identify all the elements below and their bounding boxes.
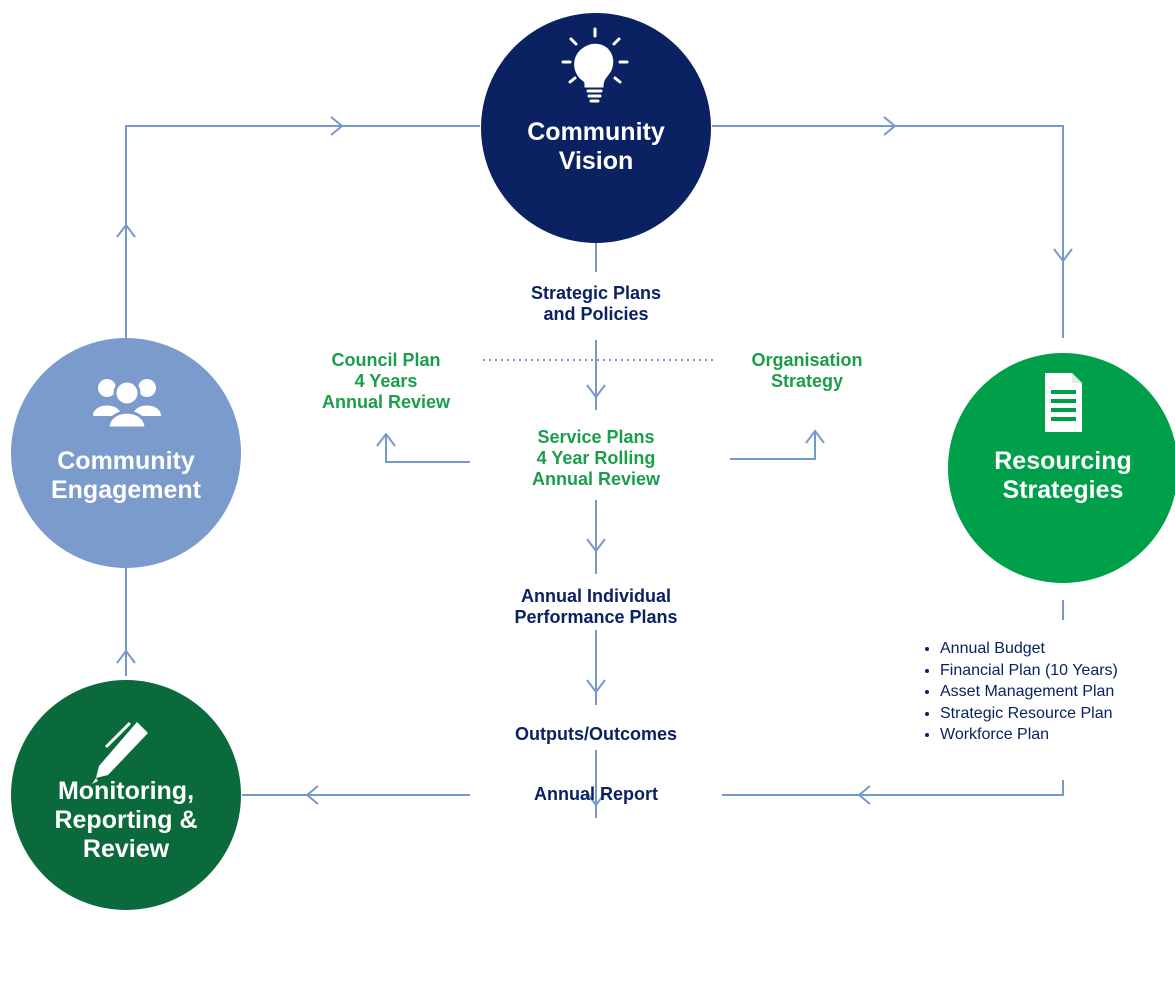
arrow-left-bottom-right [857, 785, 871, 805]
arrow-down-center-2 [586, 538, 606, 553]
monitoring-review-title: Monitoring, Reporting & Review [54, 777, 198, 863]
list-item: Financial Plan (10 Years) [940, 660, 1118, 682]
individual-plans-label: Annual Individual Performance Plans [514, 586, 678, 627]
annual-report-label: Annual Report [534, 784, 658, 804]
list-item: Asset Management Plan [940, 681, 1118, 703]
arrow-up-branch-right [805, 429, 825, 444]
arrow-left-bottom-left [305, 785, 319, 805]
strategic-plans-label: Strategic Plans and Policies [530, 283, 662, 324]
arrow-right-top-right [883, 116, 897, 136]
resourcing-items-list: Annual Budget Financial Plan (10 Years) … [920, 638, 1118, 746]
monitoring-review-circle [11, 680, 241, 910]
community-vision-circle [481, 13, 711, 243]
connector-lines [125, 125, 1064, 818]
community-engagement-circle [11, 338, 241, 568]
list-item: Annual Budget [940, 638, 1118, 660]
community-vision-title: Community Vision [527, 118, 665, 175]
list-item: Strategic Resource Plan [940, 703, 1118, 725]
resourcing-strategies-title: Resourcing Strategies [994, 447, 1132, 504]
people-icon [93, 379, 161, 430]
document-icon [1045, 373, 1082, 432]
arrow-down-center-4 [586, 792, 606, 807]
arrow-up-left-upper [116, 223, 136, 238]
arrow-right-top-left [330, 116, 344, 136]
arrow-down-center-1 [586, 384, 606, 399]
organisation-strategy-label: Organisation Strategy [751, 350, 863, 391]
pen-icon [92, 721, 148, 784]
council-plan-label: Council Plan 4 Years Annual Review [321, 350, 451, 412]
arrow-up-branch-left [376, 432, 396, 447]
arrowheads [116, 116, 1073, 807]
service-plans-label: Service Plans 4 Year Rolling Annual Revi… [531, 427, 661, 489]
lightbulb-icon [561, 27, 629, 103]
arrow-down-center-3 [586, 679, 606, 694]
outputs-outcomes-label: Outputs/Outcomes [514, 724, 677, 744]
arrow-down-right [1053, 248, 1073, 263]
resourcing-strategies-circle [948, 353, 1175, 583]
list-item: Workforce Plan [940, 724, 1118, 746]
arrow-up-left-lower [116, 649, 136, 664]
community-engagement-title: Community Engagement [50, 447, 202, 504]
